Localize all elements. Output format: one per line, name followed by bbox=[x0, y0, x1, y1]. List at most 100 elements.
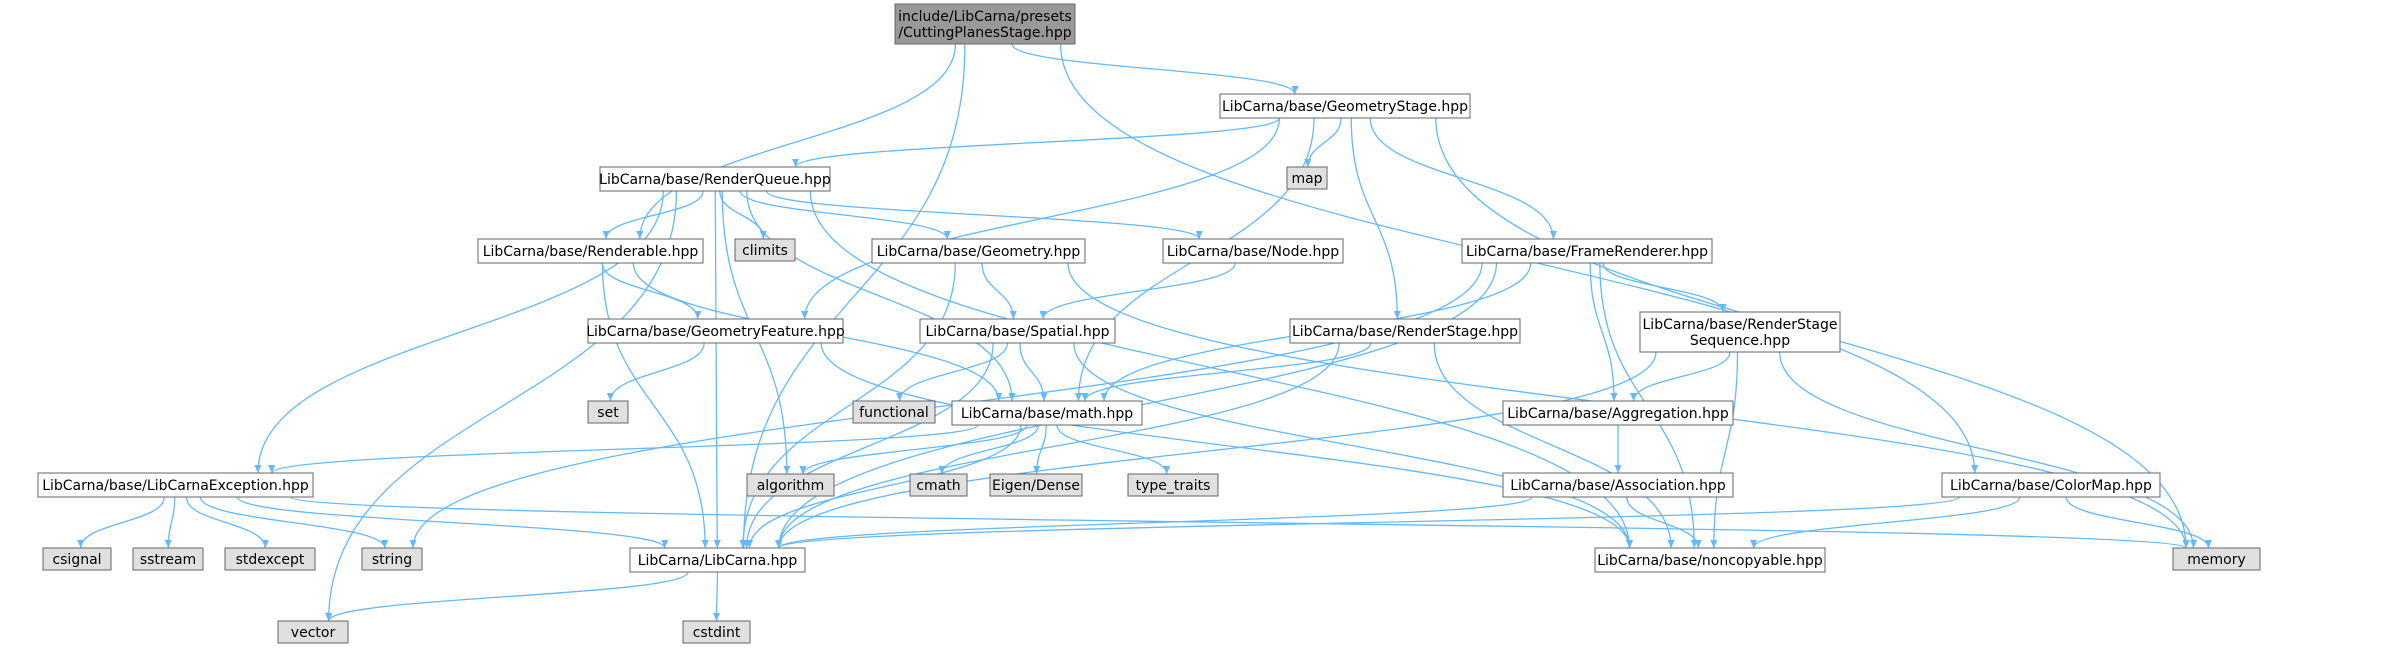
node-noncopyable[interactable]: LibCarna/base/noncopyable.hpp bbox=[1594, 547, 1826, 573]
node-libcarna-label-0: LibCarna/LibCarna.hpp bbox=[638, 553, 798, 569]
edges-layer bbox=[77, 43, 2213, 622]
node-geometryfeature[interactable]: LibCarna/base/GeometryFeature.hpp bbox=[586, 318, 845, 344]
node-algorithm: algorithm bbox=[746, 473, 835, 497]
edge-framerenderer-to-string bbox=[409, 262, 1483, 549]
node-geometry-box bbox=[871, 238, 1086, 264]
node-string: string bbox=[361, 547, 423, 571]
node-vector-box bbox=[277, 620, 349, 644]
node-node-label-0: LibCarna/base/Node.hpp bbox=[1167, 244, 1339, 260]
edge-framerenderer-to-renderstageseq bbox=[1602, 262, 1727, 313]
node-geometrystage-label-0: LibCarna/base/GeometryStage.hpp bbox=[1222, 99, 1468, 115]
node-libcarna[interactable]: LibCarna/LibCarna.hpp bbox=[629, 547, 806, 573]
edge-renderqueue-to-vector bbox=[325, 190, 678, 622]
node-renderstage-label-0: LibCarna/base/RenderStage.hpp bbox=[1292, 324, 1518, 340]
node-functional: functional bbox=[852, 400, 936, 424]
edge-spatial-to-noncopyable bbox=[1073, 342, 1634, 549]
edge-renderstage-to-noncopyable bbox=[1433, 342, 1675, 549]
node-math[interactable]: LibCarna/base/math.hpp bbox=[951, 400, 1143, 426]
node-association[interactable]: LibCarna/base/Association.hpp bbox=[1502, 472, 1734, 498]
node-renderstageseq-label-1: Sequence.hpp bbox=[1690, 333, 1790, 349]
edge-renderable-to-geometryfeature bbox=[601, 262, 702, 320]
node-noncopyable-box bbox=[1594, 547, 1826, 573]
edge-renderstage-to-math bbox=[1081, 342, 1372, 402]
edge-geometrystage-to-renderstage bbox=[1350, 117, 1401, 320]
node-eigendense-label-0: Eigen/Dense bbox=[992, 478, 1080, 494]
edge-libcarnaexception-to-memory bbox=[290, 496, 2190, 549]
node-renderqueue[interactable]: LibCarna/base/RenderQueue.hpp bbox=[599, 166, 831, 192]
node-geometrystage[interactable]: LibCarna/base/GeometryStage.hpp bbox=[1219, 93, 1471, 119]
node-spatial[interactable]: LibCarna/base/Spatial.hpp bbox=[919, 318, 1116, 344]
edge-renderstageseq-to-noncopyable bbox=[1710, 351, 1739, 549]
node-renderstage-box bbox=[1289, 318, 1521, 344]
edge-geometryfeature-to-noncopyable bbox=[820, 342, 1634, 549]
node-renderstageseq-label-0: LibCarna/base/RenderStage bbox=[1643, 317, 1838, 333]
edge-renderstage-to-libcarna bbox=[775, 342, 1340, 549]
node-geometry[interactable]: LibCarna/base/Geometry.hpp bbox=[871, 238, 1086, 264]
node-memory: memory bbox=[2172, 547, 2261, 571]
edge-spatial-to-math bbox=[1019, 342, 1048, 402]
edge-spatial-to-functional bbox=[896, 342, 1009, 402]
node-geometry-label-0: LibCarna/base/Geometry.hpp bbox=[877, 244, 1081, 260]
edge-renderqueue-to-math bbox=[746, 190, 1016, 402]
node-spatial-label-0: LibCarna/base/Spatial.hpp bbox=[926, 324, 1110, 340]
edge-association-to-noncopyable bbox=[1626, 496, 1702, 549]
edge-colormap-to-memory bbox=[2065, 496, 2213, 549]
node-stdexcept-label-0: stdexcept bbox=[236, 552, 305, 568]
node-association-label-0: LibCarna/base/Association.hpp bbox=[1510, 478, 1726, 494]
node-libcarnaexception[interactable]: LibCarna/base/LibCarnaException.hpp bbox=[37, 472, 314, 498]
node-colormap[interactable]: LibCarna/base/ColorMap.hpp bbox=[1941, 472, 2161, 498]
node-type_traits: type_traits bbox=[1127, 473, 1219, 497]
node-framerenderer[interactable]: LibCarna/base/FrameRenderer.hpp bbox=[1461, 238, 1713, 264]
edge-math-to-type_traits bbox=[1056, 424, 1171, 475]
node-memory-label-0: memory bbox=[2187, 552, 2246, 568]
node-functional-label-0: functional bbox=[859, 405, 929, 421]
node-root-label-0: include/LibCarna/presets bbox=[898, 9, 1072, 25]
node-map-box bbox=[1286, 166, 1328, 190]
node-libcarna-box bbox=[629, 547, 806, 573]
node-vector-label-0: vector bbox=[291, 625, 336, 641]
edge-libcarnaexception-to-stdexcept bbox=[185, 496, 269, 549]
node-renderable[interactable]: LibCarna/base/Renderable.hpp bbox=[477, 238, 704, 264]
node-colormap-label-0: LibCarna/base/ColorMap.hpp bbox=[1950, 478, 2152, 494]
node-type_traits-label-0: type_traits bbox=[1136, 478, 1211, 494]
node-algorithm-box bbox=[746, 473, 835, 497]
node-map-label-0: map bbox=[1291, 171, 1322, 187]
edge-math-to-cmath bbox=[938, 424, 1040, 475]
node-cstdint: cstdint bbox=[682, 620, 751, 644]
node-libcarnaexception-label-0: LibCarna/base/LibCarnaException.hpp bbox=[42, 478, 309, 494]
edge-root-to-renderable bbox=[636, 43, 957, 240]
edge-geometrystage-to-map bbox=[1304, 117, 1342, 168]
edge-math-to-libcarnaexception bbox=[268, 424, 979, 474]
node-csignal-label-0: csignal bbox=[52, 552, 101, 568]
node-renderstage[interactable]: LibCarna/base/RenderStage.hpp bbox=[1289, 318, 1521, 344]
edge-geometrystage-to-renderqueue bbox=[792, 117, 1281, 168]
edge-framerenderer-to-aggregation bbox=[1589, 262, 1618, 402]
node-math-box bbox=[951, 400, 1143, 426]
node-association-box bbox=[1502, 472, 1734, 498]
edge-geometry-to-spatial bbox=[981, 262, 1017, 320]
node-climits: climits bbox=[734, 238, 796, 262]
node-aggregation-box bbox=[1502, 400, 1734, 426]
node-sstream: sstream bbox=[132, 547, 204, 571]
node-node[interactable]: LibCarna/base/Node.hpp bbox=[1162, 238, 1344, 264]
node-renderable-label-0: LibCarna/base/Renderable.hpp bbox=[483, 244, 699, 260]
edge-renderqueue-to-geometry bbox=[739, 190, 951, 240]
edge-colormap-to-noncopyable bbox=[1750, 496, 2021, 549]
node-csignal: csignal bbox=[42, 547, 112, 571]
node-aggregation[interactable]: LibCarna/base/Aggregation.hpp bbox=[1502, 400, 1734, 426]
node-aggregation-label-0: LibCarna/base/Aggregation.hpp bbox=[1507, 406, 1729, 422]
edge-libcarnaexception-to-string bbox=[199, 496, 389, 549]
edge-geometryfeature-to-set bbox=[606, 342, 705, 402]
node-cmath-label-0: cmath bbox=[916, 478, 960, 494]
edge-spatial-to-libcarna bbox=[743, 342, 994, 549]
node-framerenderer-label-0: LibCarna/base/FrameRenderer.hpp bbox=[1466, 244, 1708, 260]
node-vector: vector bbox=[277, 620, 349, 644]
node-stdexcept: stdexcept bbox=[224, 547, 316, 571]
node-map: map bbox=[1286, 166, 1328, 190]
edge-colormap-to-libcarna bbox=[775, 496, 1961, 549]
node-stdexcept-box bbox=[224, 547, 316, 571]
node-root[interactable]: include/LibCarna/presets/CuttingPlanesSt… bbox=[894, 3, 1076, 45]
node-set-label-0: set bbox=[597, 405, 619, 421]
node-eigendense-box bbox=[989, 473, 1083, 497]
